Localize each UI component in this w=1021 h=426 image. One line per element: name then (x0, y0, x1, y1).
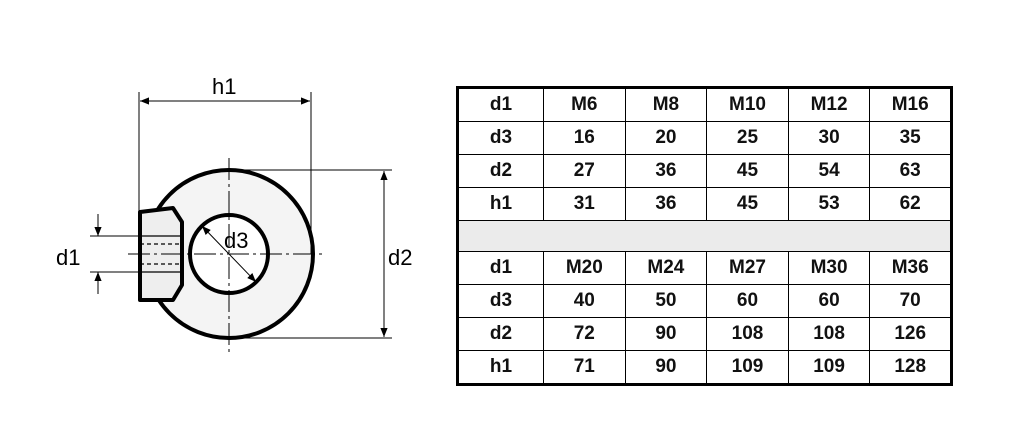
table-separator (457, 220, 952, 252)
table-cell: M8 (624, 87, 708, 122)
table-row: d3 40 50 60 60 70 (457, 284, 952, 318)
d2-label: d2 (388, 245, 412, 270)
table-cell: h1 (457, 350, 544, 385)
table-cell: M6 (543, 87, 626, 122)
table-cell: 50 (624, 284, 708, 318)
table-row: d2 72 90 108 108 126 (457, 317, 952, 351)
table-cell: 27 (543, 154, 626, 188)
table-cell: h1 (457, 187, 544, 221)
table-cell: 53 (787, 187, 871, 221)
table-cell: 35 (869, 121, 952, 155)
table-cell: 109 (706, 350, 789, 385)
table-cell: 40 (543, 284, 626, 318)
table-cell: 31 (543, 187, 626, 221)
table-cell: M30 (787, 251, 871, 285)
table-cell: 108 (787, 317, 871, 351)
table-cell: d2 (457, 154, 544, 188)
table-cell: 70 (869, 284, 952, 318)
table-cell: 60 (787, 284, 871, 318)
table-cell: 71 (543, 350, 626, 385)
d3-label: d3 (224, 228, 248, 253)
table-cell: 126 (869, 317, 952, 351)
table-cell: 90 (624, 317, 708, 351)
table-cell: 63 (869, 154, 952, 188)
table-cell: d3 (457, 284, 544, 318)
table-header-row: d1 M6 M8 M10 M12 M16 (457, 87, 952, 122)
d1-label: d1 (56, 245, 80, 270)
table-cell: M20 (543, 251, 626, 285)
table-cell: d2 (457, 317, 544, 351)
table-row: h1 31 36 45 53 62 (457, 187, 952, 221)
table-cell: 62 (869, 187, 952, 221)
table-cell: d1 (457, 87, 544, 122)
dimension-table: d1 M6 M8 M10 M12 M16 d3 16 20 25 30 35 d… (456, 86, 953, 386)
eye-nut-drawing: h1 d2 d1 d3 (56, 74, 412, 352)
table-cell: 45 (706, 187, 789, 221)
table-cell: 54 (787, 154, 871, 188)
table-cell: 109 (787, 350, 871, 385)
separator-cell (457, 220, 952, 252)
table-cell: 128 (869, 350, 952, 385)
table-row: d2 27 36 45 54 63 (457, 154, 952, 188)
table-cell: 72 (543, 317, 626, 351)
table-cell: 60 (706, 284, 789, 318)
table-cell: M27 (706, 251, 789, 285)
table-cell: d3 (457, 121, 544, 155)
table-cell: d1 (457, 251, 544, 285)
table-cell: 25 (706, 121, 789, 155)
table-header-row: d1 M20 M24 M27 M30 M36 (457, 251, 952, 285)
table-cell: 16 (543, 121, 626, 155)
table-cell: 90 (624, 350, 708, 385)
d3-dimension-line (201, 225, 257, 283)
table-cell: M24 (624, 251, 708, 285)
table-cell: M12 (787, 87, 871, 122)
table-cell: 20 (624, 121, 708, 155)
table-row: d3 16 20 25 30 35 (457, 121, 952, 155)
table-cell: M10 (706, 87, 789, 122)
table-row: h1 71 90 109 109 128 (457, 350, 952, 385)
table-cell: 108 (706, 317, 789, 351)
table-cell: M16 (869, 87, 952, 122)
table-cell: 30 (787, 121, 871, 155)
table-cell: 36 (624, 154, 708, 188)
table-cell: M36 (869, 251, 952, 285)
table-cell: 36 (624, 187, 708, 221)
table-cell: 45 (706, 154, 789, 188)
h1-label: h1 (212, 74, 236, 99)
